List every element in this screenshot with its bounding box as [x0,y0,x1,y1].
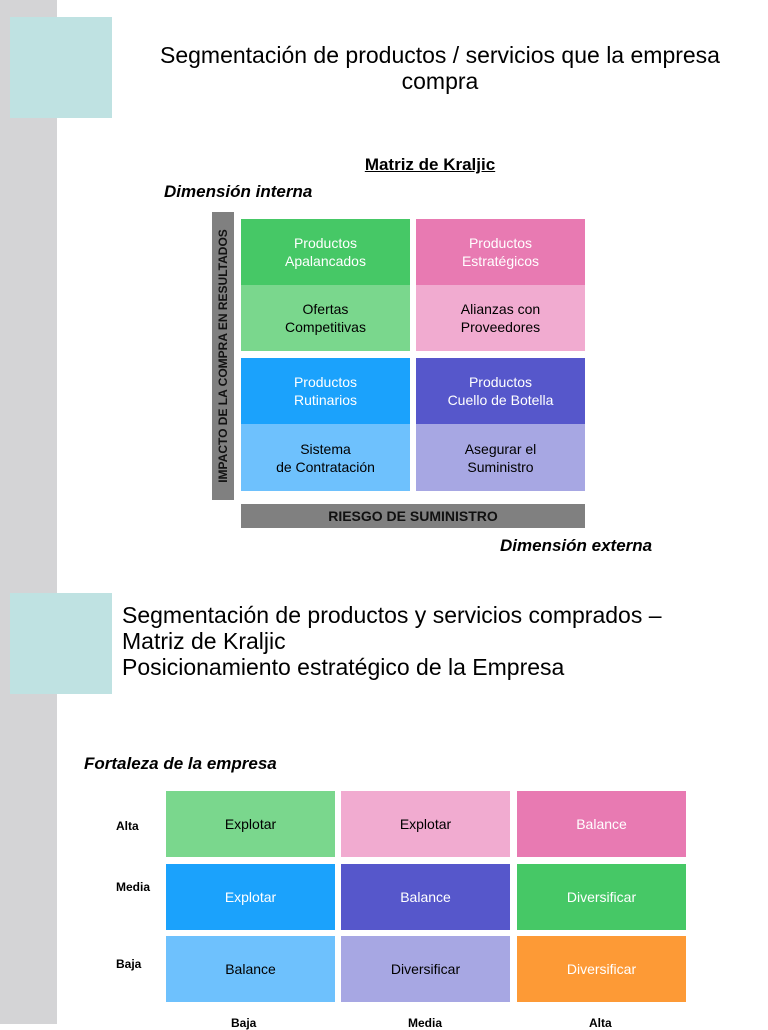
quadrant-apalancados-heading: Productos Apalancados [241,219,410,285]
dimension-external-label: Dimensión externa [500,536,653,555]
title-line: Posicionamiento estratégico de la Empres… [122,654,565,680]
row-label-alta: Alta [116,819,139,833]
matrix-heading: Matriz de Kraljic [364,155,496,174]
column-label-baja: Baja [231,1016,257,1030]
y-axis-bar: IMPACTO DE LA COMPRA EN RESULTADOS [212,212,234,500]
quadrant-rutinarios-heading: Productos Rutinarios [241,358,410,424]
matrix-cell: Diversificar [517,936,686,1002]
slide-marker [10,593,112,694]
strength-label: Fortaleza de la empresa [84,754,277,773]
row-label-media: Media [116,880,151,894]
quadrant-estrategicos-body: Alianzas con Proveedores [416,285,585,351]
matrix-cell: Explotar [341,791,510,857]
dimension-internal-label: Dimensión interna [164,182,313,201]
matrix-cell: Diversificar [341,936,510,1002]
matrix-cell: Balance [341,864,510,930]
left-sidebar-strip [0,0,57,1024]
matrix-cell: Balance [166,936,335,1002]
slide-title: Segmentación de productos / servicios qu… [160,42,720,94]
x-axis-label: RIESGO DE SUMINISTRO [328,508,498,524]
quadrant-estrategicos-heading: Productos Estratégicos [416,219,585,285]
quadrant-rutinarios-body: Sistema de Contratación [241,424,410,491]
matrix-cell: Diversificar [517,864,686,930]
title-line: Matriz de Kraljic [122,628,286,654]
column-label-alta: Alta [589,1016,612,1030]
matrix-cell: Explotar [166,791,335,857]
quadrant-apalancados-body: Ofertas Competitivas [241,285,410,351]
matrix-cell: Explotar [166,864,335,930]
title-line: Segmentación de productos y servicios co… [122,602,662,628]
slide-title: Segmentación de productos y servicios co… [122,602,762,680]
quadrant-cuello-botella-body: Asegurar el Suministro [416,424,585,491]
row-label-baja: Baja [116,957,142,971]
quadrant-cuello-botella-heading: Productos Cuello de Botella [416,358,585,424]
x-axis-bar: RIESGO DE SUMINISTRO [241,504,585,528]
y-axis-label: IMPACTO DE LA COMPRA EN RESULTADOS [216,229,230,483]
column-label-media: Media [408,1016,443,1030]
slide-marker [10,17,112,118]
matrix-cell: Balance [517,791,686,857]
